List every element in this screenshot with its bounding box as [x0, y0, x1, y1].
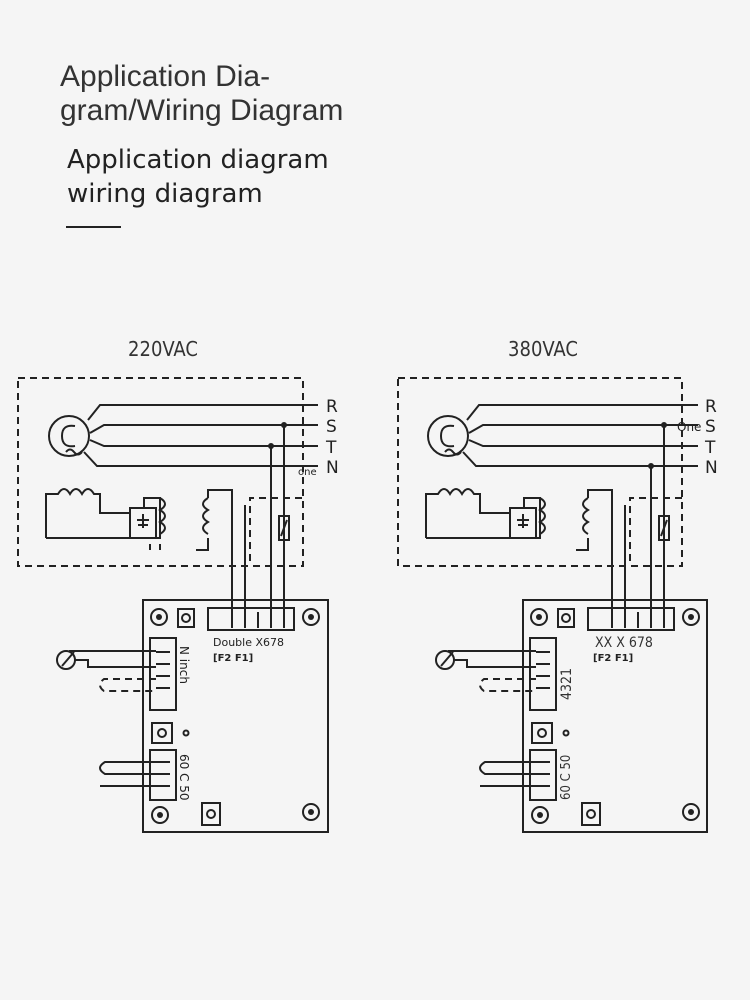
frequency-jumper — [479, 761, 536, 775]
phase-line-n — [462, 451, 698, 467]
mounting-hole-bl — [531, 806, 549, 824]
side-label: 4321 — [559, 668, 575, 700]
trimmer-mid — [151, 722, 173, 744]
frequency-jumper — [99, 761, 156, 775]
fuse-label: [F2 F1] — [213, 653, 253, 664]
mounting-hole-tr — [682, 608, 700, 626]
subtitle-line-1: Application diagram — [67, 145, 329, 175]
phase-label-r: R — [705, 397, 717, 417]
phase-line-t — [468, 439, 698, 447]
terminal-block-left — [149, 637, 177, 711]
phase-label-t: T — [704, 438, 716, 458]
exciter-winding — [45, 488, 130, 538]
generator-enclosure — [397, 377, 683, 567]
phase-line-s — [89, 424, 318, 434]
diagram-380vac: 380VAC R S T N One — [397, 337, 718, 833]
fuse-icon — [278, 515, 290, 541]
fuse-icon — [658, 515, 670, 541]
transformer-primary — [538, 497, 546, 535]
exciter-winding — [425, 488, 510, 538]
mounting-hole-bl — [151, 806, 169, 824]
terminal-block-top — [207, 607, 295, 631]
phase-line-n — [83, 451, 318, 467]
phase-label-s: S — [326, 417, 337, 437]
trimmer-mid — [531, 722, 553, 744]
enclosure-divider — [249, 497, 302, 566]
page-subtitle: Application diagram wiring diagram — [67, 143, 387, 211]
phase-label-r: R — [326, 397, 338, 417]
transformer-secondary — [202, 497, 210, 535]
phase-label-n: N — [705, 458, 718, 478]
connector-label: XX X 678 — [595, 635, 653, 651]
phase-line-s — [468, 424, 698, 434]
regulator-board — [522, 599, 708, 833]
phase-label-t: T — [325, 438, 337, 458]
voltage-label: 220VAC — [128, 337, 198, 361]
generator-enclosure — [17, 377, 304, 567]
side-label: N inch — [177, 646, 191, 684]
transformer-secondary — [582, 497, 590, 535]
terminal-block-left — [529, 637, 557, 711]
generator-icon — [48, 415, 90, 457]
small-annotation: One — [677, 420, 701, 434]
regulator-board — [142, 599, 329, 833]
frequency-label: 60 C 50 — [559, 755, 574, 800]
trimmer-bottom — [581, 802, 601, 826]
fuse-label: [F2 F1] — [593, 653, 633, 664]
subtitle-line-2: wiring diagram — [67, 179, 263, 209]
phase-label-n: N — [326, 458, 339, 478]
frequency-label: 60 C 50 — [177, 754, 191, 801]
page-title: Application Dia- gram/Wiring Diagram — [60, 60, 344, 127]
trimmer-top — [177, 608, 195, 628]
mounting-hole-br — [682, 803, 700, 821]
small-annotation: one — [298, 467, 317, 478]
potentiometer-icon — [56, 650, 76, 670]
transformer-primary — [158, 497, 166, 535]
enclosure-divider — [629, 497, 682, 566]
generator-icon — [427, 415, 469, 457]
mounting-hole-tr — [302, 608, 320, 626]
phase-line-r — [466, 404, 698, 421]
terminal-block-top — [587, 607, 675, 631]
diagram-220vac: 220VAC R S T N one — [17, 337, 339, 833]
voltage-label: 380VAC — [508, 337, 578, 361]
phase-line-r — [87, 404, 318, 421]
title-underline — [66, 226, 121, 228]
connector-label: Double X678 — [213, 636, 284, 649]
phase-label-s: S — [705, 417, 716, 437]
mounting-hole-tl — [150, 608, 168, 626]
trimmer-top — [557, 608, 575, 628]
trimmer-bottom — [201, 802, 221, 826]
mounting-hole-tl — [530, 608, 548, 626]
potentiometer-icon — [435, 650, 455, 670]
phase-line-t — [89, 439, 318, 447]
mounting-hole-br — [302, 803, 320, 821]
